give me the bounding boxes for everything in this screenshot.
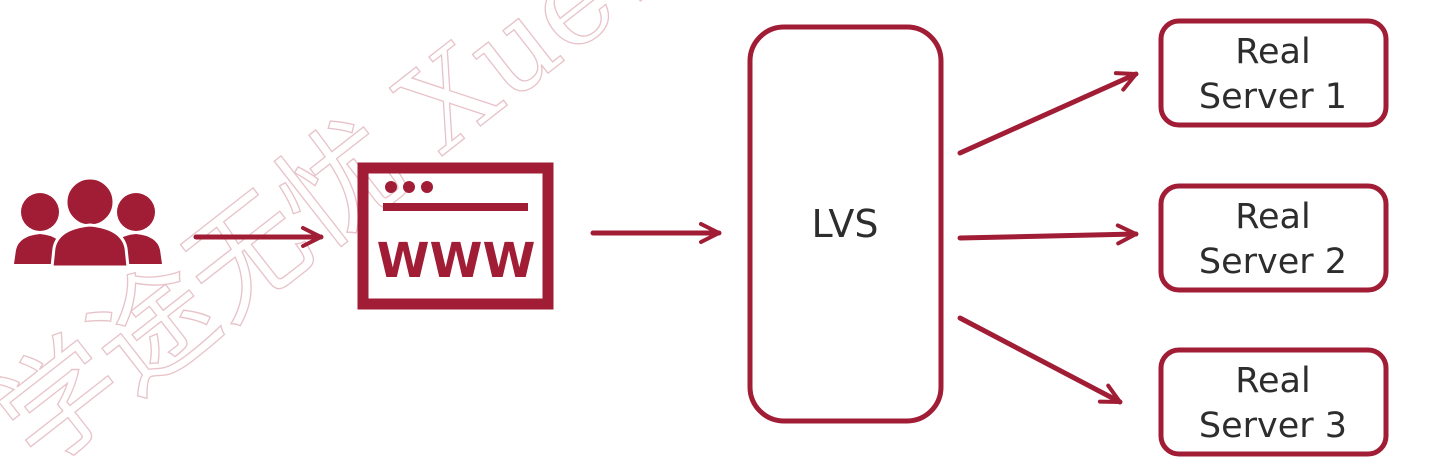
real-server-2: Real Server 2 — [1158, 183, 1389, 293]
real-server-3: Real Server 3 — [1158, 347, 1389, 457]
real-server-3-line1: Real — [1235, 361, 1310, 401]
real-server-3-line2: Server 3 — [1199, 406, 1347, 446]
real-server-2-line1: Real — [1235, 197, 1310, 237]
lvs-label: LVS — [811, 202, 878, 246]
arrow-lvs-to-server-1 — [957, 71, 1139, 156]
lvs-box — [747, 24, 944, 424]
users-icon — [14, 176, 162, 269]
real-server-1-line2: Server 1 — [1199, 77, 1347, 117]
browser-www-text: WWW — [377, 233, 536, 289]
real-server-2-line2: Server 2 — [1199, 242, 1347, 282]
arrow-lvs-to-server-2 — [957, 223, 1139, 246]
arrow-lvs-to-server-3 — [957, 315, 1123, 405]
real-server-1: Real Server 1 — [1158, 18, 1389, 128]
real-server-1-line1: Real — [1235, 32, 1310, 72]
browser-www-icon: WWW — [357, 162, 554, 310]
